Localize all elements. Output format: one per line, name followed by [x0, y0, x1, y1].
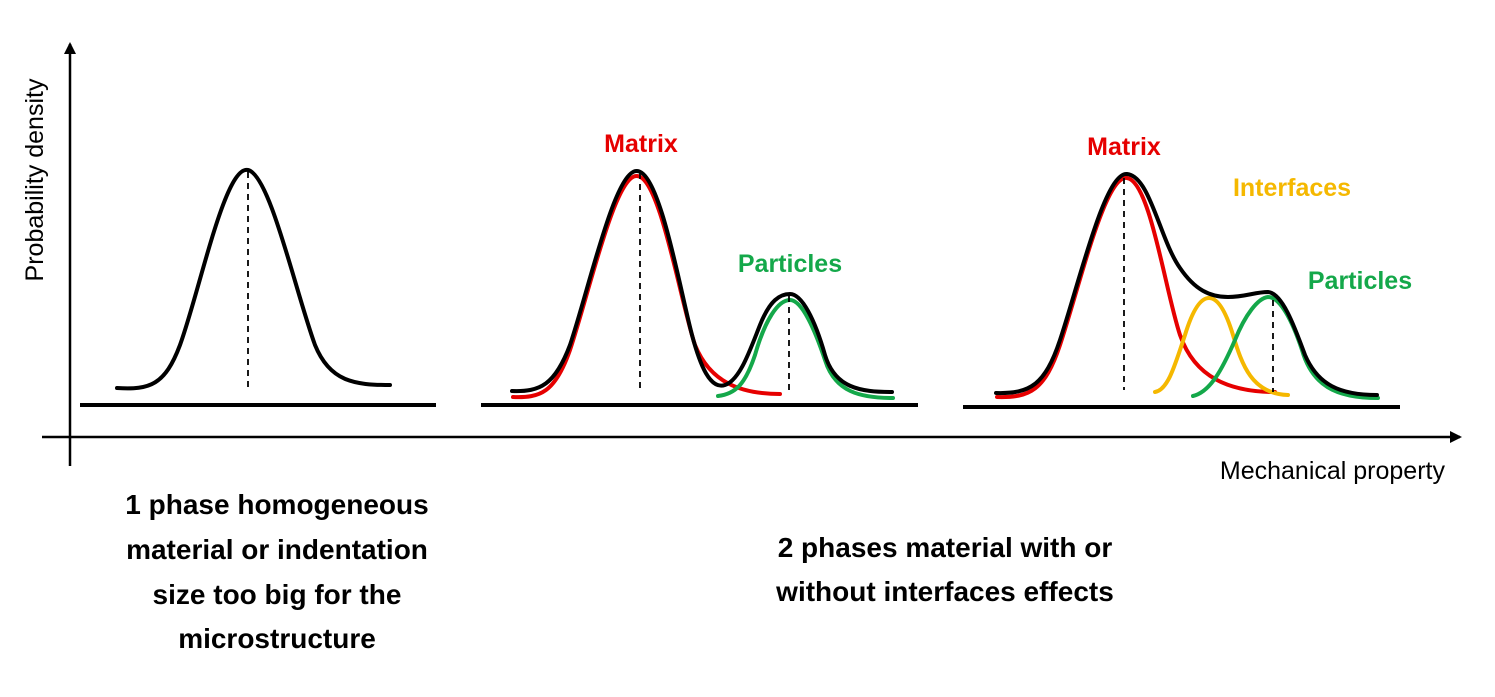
- particles-curve: [1191, 295, 1380, 400]
- caption-line: 1 phase homogeneous: [125, 489, 428, 520]
- panel-two-phase-interfaces: Matrix Interfaces Particles: [963, 133, 1412, 409]
- panel-two-phase: Matrix Particles: [481, 130, 918, 407]
- x-axis-label: Mechanical property: [1220, 457, 1446, 485]
- caption-single-phase: 1 phase homogeneous material or indentat…: [125, 489, 428, 654]
- panel-single-phase: [80, 168, 436, 407]
- matrix-curve: [995, 176, 1277, 400]
- particles-label: Particles: [738, 250, 842, 278]
- distribution-curve: [115, 168, 392, 391]
- caption-two-phase: 2 phases material with or without interf…: [775, 532, 1114, 607]
- particles-label: Particles: [1308, 267, 1412, 295]
- caption-line: 2 phases material with or: [778, 532, 1113, 563]
- y-axis-label: Probability density: [21, 78, 49, 281]
- particles-curve: [716, 298, 895, 400]
- interfaces-curve: [1153, 296, 1290, 397]
- caption-line: size too big for the: [153, 579, 402, 610]
- matrix-label: Matrix: [1087, 133, 1161, 161]
- caption-line: microstructure: [178, 623, 376, 654]
- caption-line: material or indentation: [126, 534, 428, 565]
- interfaces-label: Interfaces: [1233, 174, 1351, 202]
- total-distribution-curve: [994, 172, 1379, 397]
- matrix-label: Matrix: [604, 130, 678, 158]
- caption-line: without interfaces effects: [775, 576, 1114, 607]
- matrix-curve: [511, 173, 782, 400]
- total-distribution-curve: [510, 168, 894, 394]
